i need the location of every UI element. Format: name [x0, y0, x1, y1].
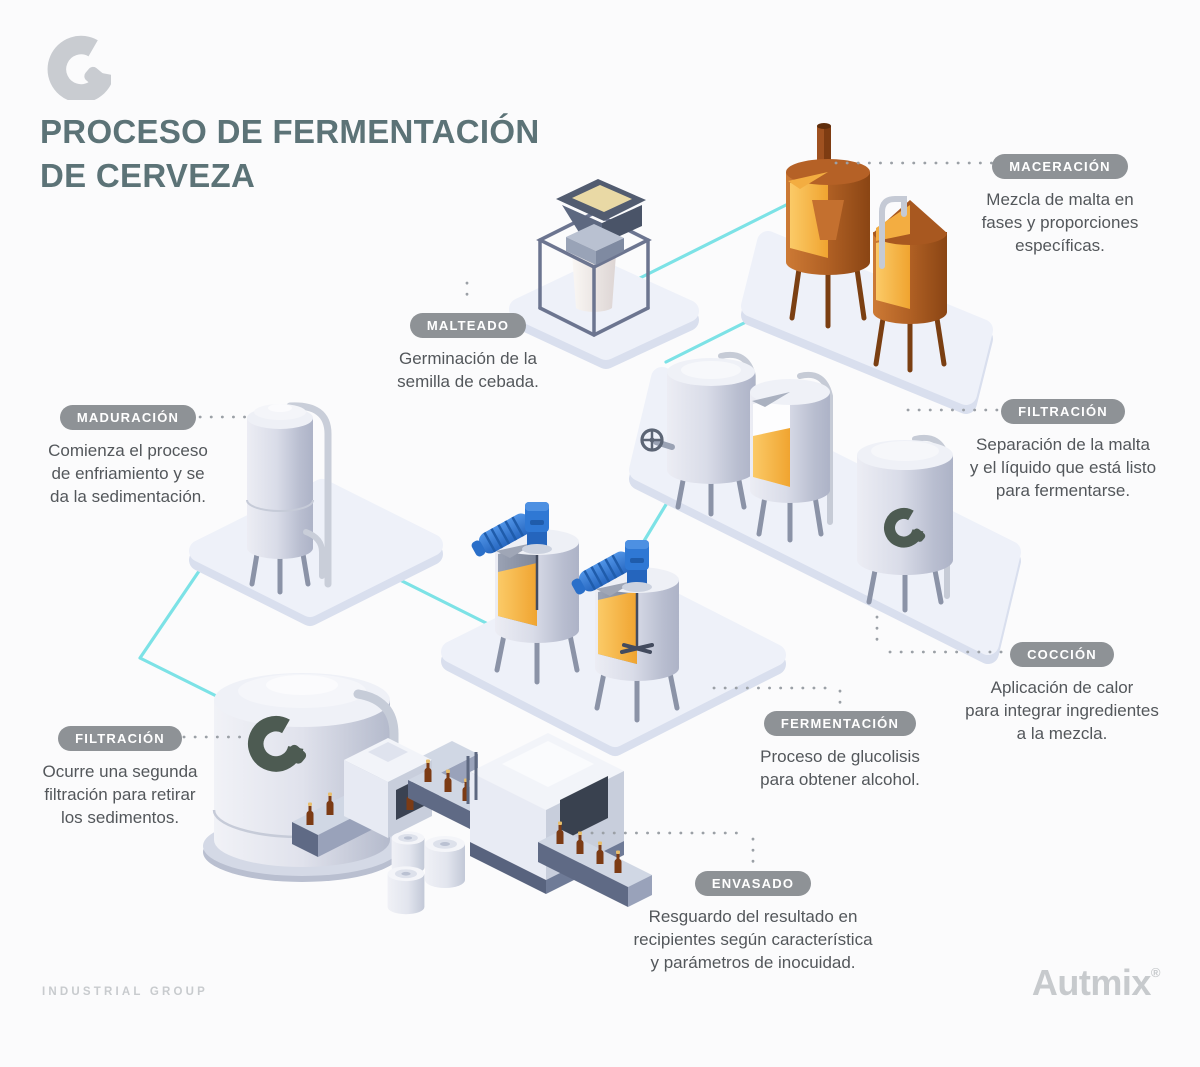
filter-tank-1	[667, 372, 755, 484]
stage-badge-fermentacion: FERMENTACIÓN	[763, 711, 917, 736]
stage-fermentacion: FERMENTACIÓN Proceso de glucolisis para …	[730, 711, 950, 792]
page-title-line2: DE CERVEZA	[40, 157, 256, 194]
stage-badge-filtracion-2: FILTRACIÓN	[58, 726, 182, 751]
filler-machine	[344, 738, 432, 782]
fermentacion-illustration	[441, 500, 786, 756]
filter-tank-legs	[675, 467, 944, 613]
fermenter-tank-1	[495, 542, 579, 643]
fermentacion-platform	[441, 561, 786, 747]
stage-badge-maceracion: MACERACIÓN	[992, 154, 1128, 179]
filter-tank-3	[857, 455, 953, 575]
stage-maceracion: MACERACIÓN Mezcla de malta en fases y pr…	[960, 154, 1160, 257]
maturation-tank	[247, 418, 313, 559]
autmix-logo-mark	[47, 35, 111, 100]
stage-maduracion: MADURACIÓN Comienza el proceso de enfria…	[23, 405, 233, 508]
keg-icon	[387, 866, 425, 915]
stage-badge-envasado: ENVASADO	[694, 871, 812, 896]
copper-tank-legs	[789, 259, 947, 373]
fermenter-tank-2	[595, 580, 679, 681]
machine-window	[560, 776, 608, 842]
conveyor-belt	[292, 741, 478, 835]
stage-coccion: COCCIÓN Aplicación de calor para integra…	[937, 642, 1187, 745]
keg-icon	[425, 836, 465, 888]
chimney	[817, 123, 831, 129]
tank-pipe	[353, 689, 399, 805]
wort-liquid	[753, 428, 790, 487]
stage-badge-maduracion: MADURACIÓN	[59, 405, 197, 430]
agitator-motor-icon	[567, 538, 654, 600]
stage-filtracion-2: FILTRACIÓN Ocurre una segunda filtración…	[15, 726, 225, 829]
stage-badge-malteado: MALTEADO	[409, 313, 527, 338]
keg-icon	[391, 831, 425, 875]
agitator-propeller-icon	[620, 643, 654, 654]
stage-desc-envasado: Resguardo del resultado en recipientes s…	[633, 907, 873, 972]
filtracion-2-illustration	[203, 673, 401, 882]
agitator-motor-icon	[467, 500, 554, 562]
stage-desc-maduracion: Comienza el proceso de enfriamiento y se…	[48, 441, 208, 506]
stage-desc-malteado: Germinación de la semilla de cebada.	[397, 349, 539, 391]
footer-brand-wordmark: Autmix®	[1031, 962, 1161, 1004]
maceracion-illustration	[741, 123, 993, 414]
page-title: PROCESO DE FERMENTACIÓN DE CERVEZA	[40, 110, 620, 198]
brand-name: Autmix	[1031, 962, 1152, 1003]
mash-tank-1	[786, 172, 870, 275]
tank-brand-icon	[256, 724, 308, 766]
stage-desc-maceracion: Mezcla de malta en fases y proporciones …	[981, 190, 1139, 255]
mash-tank-2	[873, 232, 947, 324]
stage-filtracion-1: FILTRACIÓN Separación de la malta y el l…	[943, 399, 1183, 502]
stage-desc-filtracion-1: Separación de la malta y el líquido que …	[969, 435, 1157, 500]
stage-badge-filtracion-1: FILTRACIÓN	[1001, 399, 1125, 424]
large-filter-tank	[214, 700, 390, 867]
tank-pipe	[286, 402, 332, 588]
stage-desc-filtracion-2: Ocurre una segunda filtración para retir…	[42, 762, 198, 827]
valve-wheel-icon	[640, 428, 664, 452]
connector-lines	[138, 196, 802, 782]
autmix-a-icon	[47, 35, 111, 100]
maceracion-platform	[741, 231, 993, 405]
maduracion-illustration	[189, 402, 443, 626]
filter-tank-2	[750, 392, 830, 503]
stage-desc-coccion: Aplicación de calor para integrar ingred…	[965, 678, 1159, 743]
stage-desc-fermentacion: Proceso de glucolisis para obtener alcoh…	[760, 747, 920, 789]
maduracion-platform	[189, 479, 443, 617]
registered-mark: ®	[1150, 965, 1161, 980]
tank-brand-icon	[890, 513, 927, 543]
stage-malteado: MALTEADO Germinación de la semilla de ce…	[378, 313, 558, 394]
footer-industrial-group: INDUSTRIAL GROUP	[42, 986, 208, 998]
stage-badge-coccion: COCCIÓN	[1010, 642, 1114, 667]
stage-envasado: ENVASADO Resguardo del resultado en reci…	[593, 871, 913, 974]
beer-liquid	[498, 563, 537, 626]
page-title-line1: PROCESO DE FERMENTACIÓN	[40, 113, 540, 150]
labeler-machine	[470, 733, 624, 810]
tank-pipe	[879, 196, 907, 269]
